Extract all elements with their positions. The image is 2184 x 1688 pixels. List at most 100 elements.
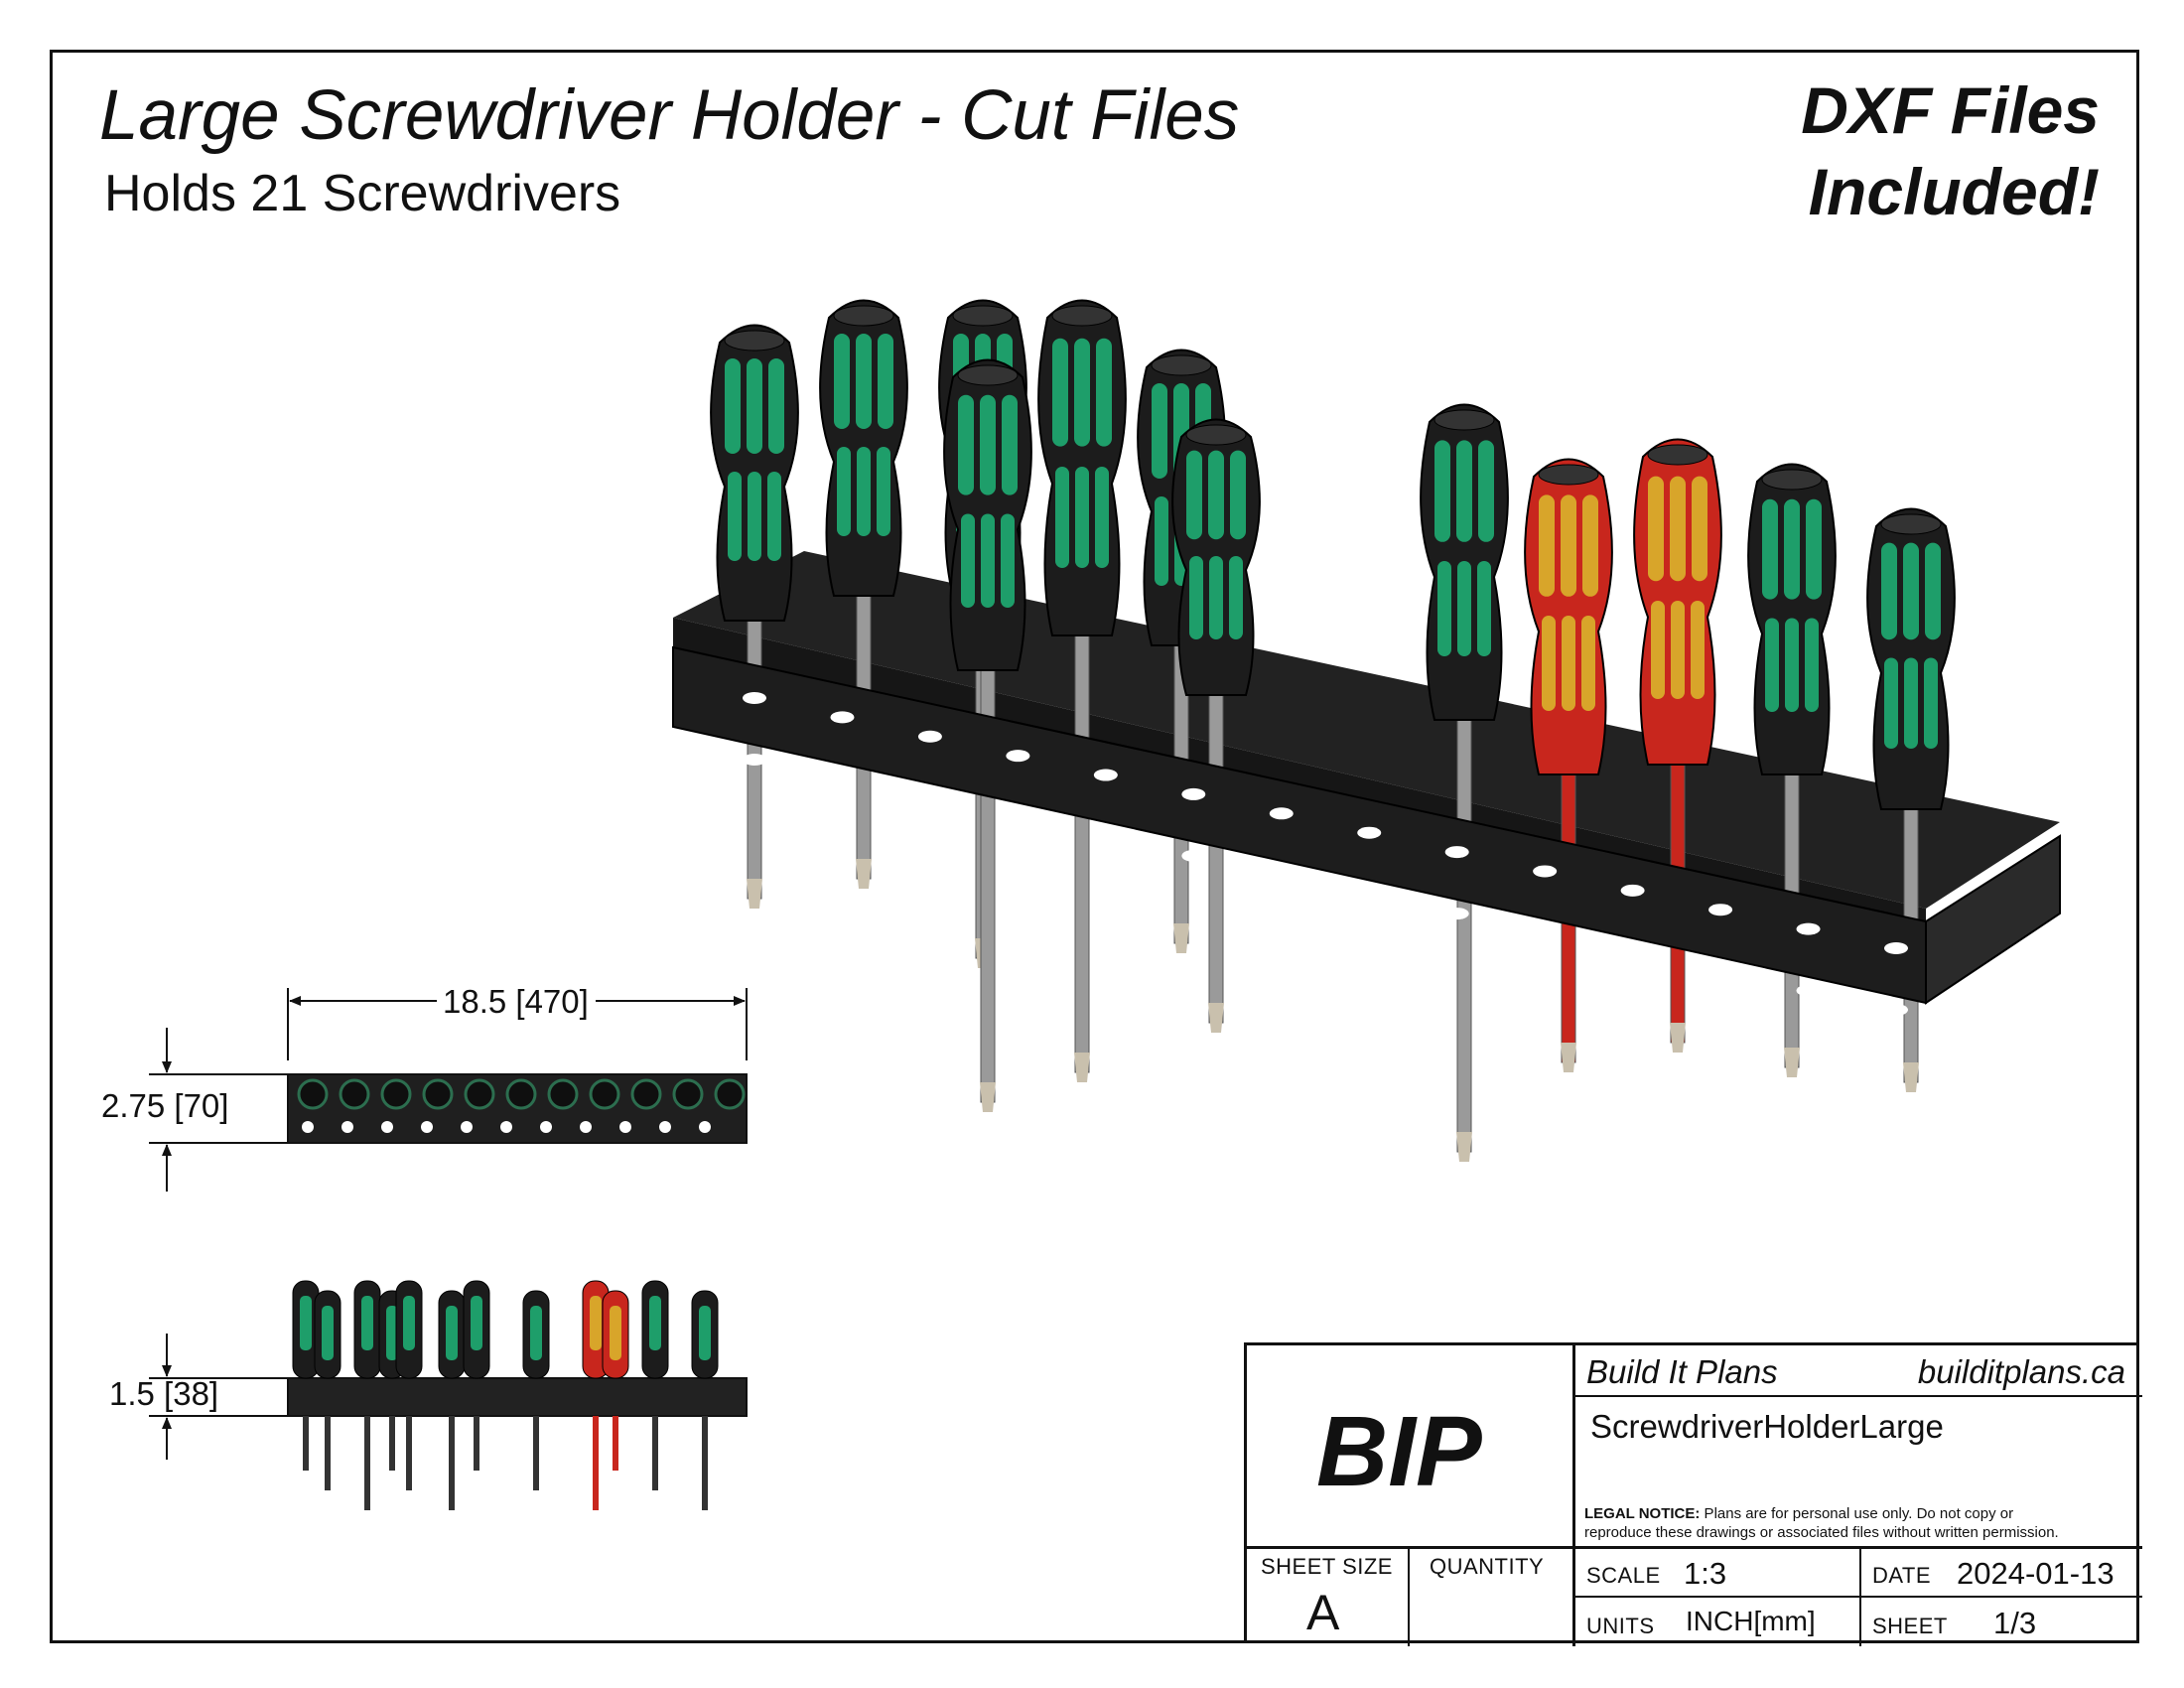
elevation-grip <box>610 1306 621 1360</box>
sheet-value: 1/3 <box>1993 1606 2037 1640</box>
grip-stripe-lower <box>1075 467 1089 568</box>
screwdriver-tip <box>1561 1043 1576 1072</box>
front-view-holes <box>297 1078 746 1133</box>
legal-notice-text-2: reproduce these drawings or associated f… <box>1584 1524 2059 1541</box>
front-view-handle <box>589 1078 620 1110</box>
elevation-screwdriver <box>463 1280 490 1471</box>
grip-stripe-upper <box>1186 450 1202 540</box>
front-view-handle <box>714 1078 746 1110</box>
elevation-screwdriver <box>395 1280 423 1490</box>
screwdriver-cap <box>1151 354 1212 376</box>
grip-stripe-lower <box>1155 496 1168 586</box>
grip-stripe-upper <box>1478 440 1494 542</box>
grip-stripe-lower <box>1209 556 1223 639</box>
grip-stripe-lower <box>1805 618 1819 712</box>
front-view-hole <box>421 1121 433 1133</box>
screwdriver <box>1633 438 1722 1053</box>
elevation-shaft <box>702 1416 708 1510</box>
grip-stripe-lower <box>1542 616 1556 711</box>
legal-notice-text-1: Plans are for personal use only. Do not … <box>1700 1505 2014 1522</box>
screwdriver-cap <box>1880 513 1942 535</box>
elevation-screwdriver <box>522 1290 550 1490</box>
grip-stripe-upper <box>1806 498 1822 600</box>
elevation-shaft <box>593 1416 599 1510</box>
grip-stripe-upper <box>725 358 741 454</box>
grip-stripe-upper <box>1096 338 1112 447</box>
holder-hole <box>1533 926 1558 939</box>
drawing-subtitle: Holds 21 Screwdrivers <box>104 165 621 222</box>
grip-stripe-upper <box>1539 494 1555 597</box>
grip-stripe-lower <box>728 472 742 561</box>
grip-stripe-lower <box>1651 601 1665 699</box>
elevation-shaft <box>364 1416 370 1510</box>
screwdriver-cap <box>1433 409 1495 431</box>
grip-stripe-lower <box>1765 618 1779 712</box>
grip-stripe-upper <box>1648 476 1664 582</box>
grip-stripe-lower <box>1477 561 1491 656</box>
holder-front <box>672 645 2061 1016</box>
holder-hole <box>1181 849 1206 862</box>
holder-hole <box>1708 965 1733 978</box>
elevation-shaft <box>325 1416 331 1490</box>
holder-hole <box>743 692 766 704</box>
company-name: Build It Plans <box>1586 1353 1778 1390</box>
quantity-label: QUANTITY <box>1430 1554 1545 1579</box>
elevation-grip <box>361 1296 373 1350</box>
holder-hole <box>917 791 942 804</box>
holder-hole <box>1269 869 1294 882</box>
elevation-grip <box>530 1306 542 1360</box>
elevation-shaft <box>474 1416 479 1471</box>
grip-stripe-lower <box>1055 467 1069 568</box>
grip-stripe-lower <box>1884 657 1898 749</box>
screwdriver <box>1866 507 1956 1092</box>
grip-stripe-lower <box>857 447 871 536</box>
holder-hole <box>1269 807 1294 820</box>
elevation-screwdriver <box>314 1290 341 1490</box>
screwdriver-tip <box>980 1082 996 1112</box>
elevation-grip <box>649 1296 661 1350</box>
front-view-hole <box>619 1121 631 1133</box>
holder-hole <box>1006 811 1030 824</box>
front-view-hole <box>500 1121 512 1133</box>
holder-hole <box>1093 830 1118 843</box>
grip-stripe-lower <box>748 472 761 561</box>
grip-stripe-lower <box>981 513 995 608</box>
elevation-shaft <box>303 1416 309 1471</box>
grip-stripe-upper <box>1230 450 1246 540</box>
holder-hole <box>1093 769 1118 781</box>
width-dimension-label: 18.5 [470] <box>437 983 595 1021</box>
grip-stripe-upper <box>856 334 872 429</box>
grip-stripe-upper <box>1052 338 1068 447</box>
grip-stripe-upper <box>1925 542 1941 640</box>
grip-stripe-lower <box>1671 601 1685 699</box>
holder-hole <box>1533 865 1558 878</box>
front-view-hole <box>461 1121 473 1133</box>
grip-stripe-lower <box>961 513 975 608</box>
company-website: builditplans.ca <box>1917 1353 2125 1390</box>
screwdriver-tip <box>1903 1062 1919 1092</box>
legal-notice: LEGAL NOTICE: Plans are for personal use… <box>1584 1504 2059 1542</box>
elevation-grip <box>386 1306 398 1360</box>
elevation-grip <box>699 1306 711 1360</box>
holder-hole <box>1796 922 1821 935</box>
grip-stripe-lower <box>1785 618 1799 712</box>
screwdriver-tip <box>747 879 762 909</box>
grip-stripe-lower <box>1189 556 1203 639</box>
grip-stripe-lower <box>877 447 890 536</box>
date-label: DATE <box>1872 1563 1932 1588</box>
screwdriver <box>1524 458 1613 1072</box>
grip-stripe-upper <box>1074 338 1090 447</box>
grip-stripe-upper <box>1456 440 1472 542</box>
title-block: BIP Build It Plans builditplans.ca Screw… <box>1244 1342 2142 1646</box>
front-view-handle <box>297 1078 329 1110</box>
grip-stripe-upper <box>1784 498 1800 600</box>
elevation-grip <box>300 1296 312 1350</box>
grip-stripe-upper <box>747 358 762 454</box>
grip-stripe-upper <box>1582 494 1598 597</box>
elevation-grip <box>590 1296 602 1350</box>
grip-stripe-lower <box>837 447 851 536</box>
front-view-handle <box>672 1078 704 1110</box>
grip-stripe-upper <box>980 394 996 495</box>
drawing-name: ScrewdriverHolderLarge <box>1590 1408 1944 1445</box>
